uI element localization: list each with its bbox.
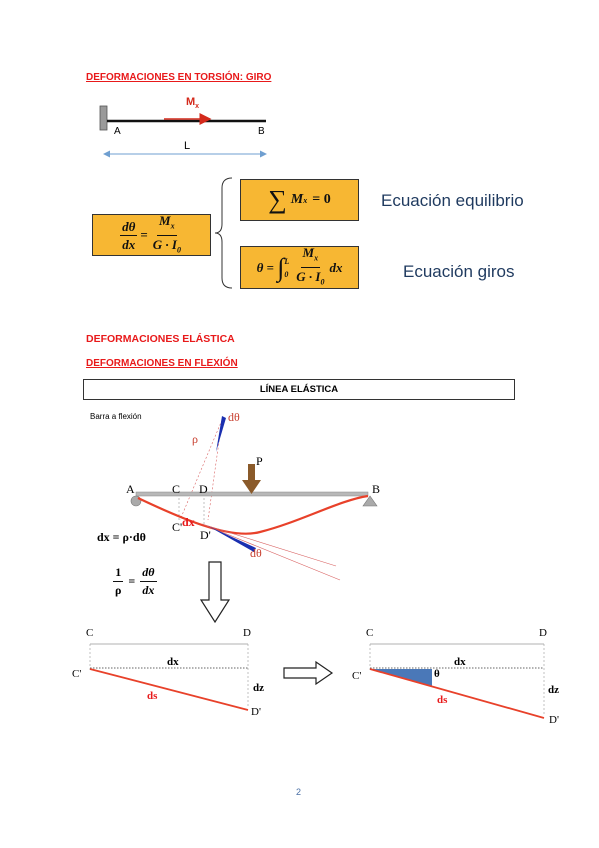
beam-deflection-diagram bbox=[130, 416, 378, 581]
beam-point-d: D bbox=[199, 482, 208, 496]
left-ds: ds bbox=[147, 690, 158, 702]
beam-point-d2: D' bbox=[200, 528, 211, 542]
radius-line-1 bbox=[179, 419, 223, 521]
right-d2: D' bbox=[549, 714, 559, 726]
dtheta-top-label: dθ bbox=[228, 410, 240, 424]
dtheta-wedge-top bbox=[216, 416, 226, 452]
elastic-line-titlebox: LÍNEA ELÁSTICA bbox=[83, 379, 515, 400]
beam-point-a: A bbox=[126, 482, 135, 496]
load-arrow-head bbox=[242, 480, 261, 494]
point-a-label: A bbox=[114, 126, 121, 137]
elastic-curve bbox=[137, 494, 369, 535]
left-dz: dz bbox=[253, 682, 264, 694]
torsion-diagram bbox=[99, 105, 267, 158]
right-ds: ds bbox=[437, 694, 448, 706]
curly-brace bbox=[214, 177, 233, 289]
left-c2: C' bbox=[72, 668, 82, 680]
right-c2: C' bbox=[352, 670, 362, 682]
left-d2: D' bbox=[251, 706, 261, 718]
left-d: D bbox=[243, 627, 251, 639]
right-dx: dx bbox=[454, 656, 466, 668]
equilibrium-label: Ecuación equilibrio bbox=[381, 191, 524, 210]
ds-line-right bbox=[369, 668, 545, 719]
left-c: C bbox=[86, 627, 94, 639]
right-dz: dz bbox=[548, 684, 559, 696]
bar-label: Barra a flexión bbox=[90, 412, 142, 421]
beam-point-b: B bbox=[372, 482, 381, 496]
arc-relation: dx = ρ·dθ bbox=[97, 530, 146, 544]
elastic-heading: DEFORMACIONES ELÁSTICA bbox=[86, 333, 235, 345]
wall-support bbox=[99, 105, 108, 131]
right-arrow bbox=[283, 660, 334, 686]
page-number: 2 bbox=[296, 787, 302, 797]
point-b-label: B bbox=[258, 126, 265, 137]
beam-dx-label: dx bbox=[182, 515, 195, 529]
down-arrow bbox=[199, 561, 231, 624]
rotation-label: Ecuación giros bbox=[403, 262, 515, 281]
length-label: L bbox=[184, 140, 191, 152]
right-c: C bbox=[366, 627, 374, 639]
support-b bbox=[362, 495, 378, 507]
dtheta-low-label: dθ bbox=[250, 546, 262, 560]
right-d: D bbox=[539, 627, 547, 639]
tangent-line-1 bbox=[201, 523, 341, 581]
tangent-line-2 bbox=[201, 523, 337, 567]
ds-line bbox=[89, 668, 249, 711]
load-label: P bbox=[256, 454, 263, 468]
load-arrow-shaft bbox=[248, 464, 255, 480]
left-dx: dx bbox=[167, 656, 179, 668]
beam-point-c: C bbox=[172, 482, 181, 496]
flexion-subheading: DEFORMACIONES EN FLEXIÓN bbox=[86, 358, 238, 369]
moment-label: Mx bbox=[186, 96, 200, 111]
dtheta-wedge-low bbox=[208, 526, 256, 552]
small-diagram-right bbox=[369, 643, 545, 719]
rho-label: ρ bbox=[192, 432, 198, 446]
torsion-heading: DEFORMACIONES EN TORSIÓN: GIRO bbox=[86, 72, 272, 83]
small-diagram-left bbox=[89, 643, 249, 711]
right-theta: θ bbox=[434, 668, 440, 680]
beam-point-c2: C' bbox=[172, 520, 183, 534]
